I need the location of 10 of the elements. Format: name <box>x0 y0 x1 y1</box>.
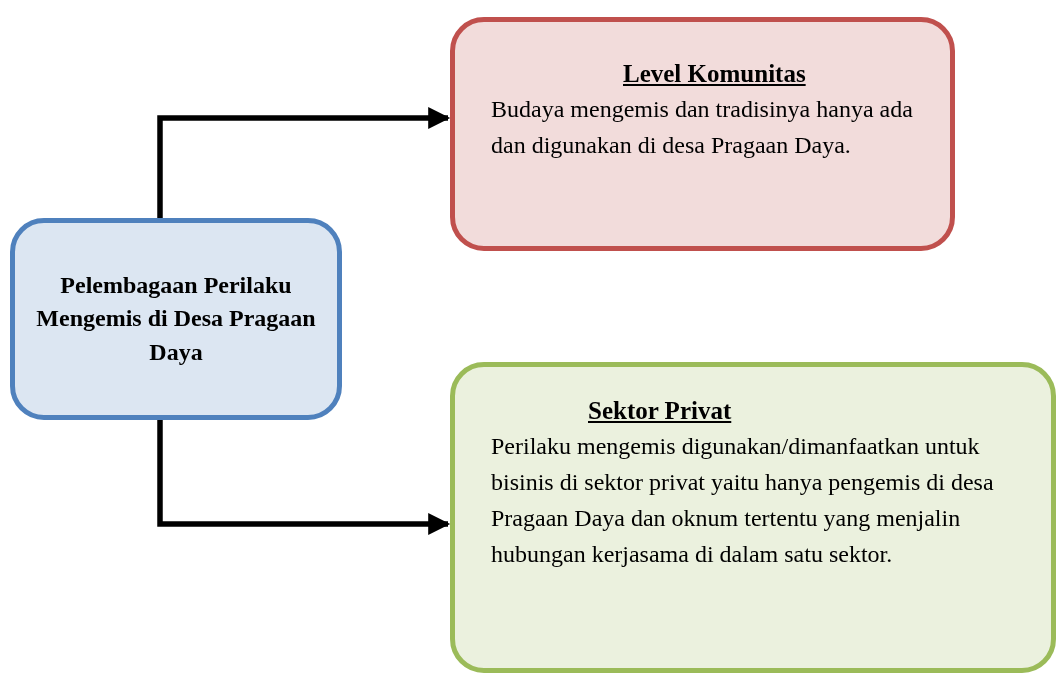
arrow <box>157 420 451 535</box>
description: Budaya mengemis dan tradisinya hanya ada dan digunakan di desa Pragaan Daya. <box>491 94 914 160</box>
heading: Level Komunitas <box>622 59 806 89</box>
text-box <box>10 218 342 420</box>
node-title: Pelembagaan Perilaku Mengemis di Desa Pragaan Daya <box>35 270 317 367</box>
description: Perilaku mengemis digunakan/dimanfaatkan untuk bisinis di sektor privat yaitu hanya pengemis di desa Pragaan Daya dan oknum tertentu yang menjalin hubungan kerjasama di dalam satu sektor. <box>491 431 995 569</box>
text-box <box>450 362 1056 673</box>
heading: Sektor Privat <box>587 396 732 426</box>
text-box <box>450 17 955 251</box>
arrow <box>157 107 451 218</box>
